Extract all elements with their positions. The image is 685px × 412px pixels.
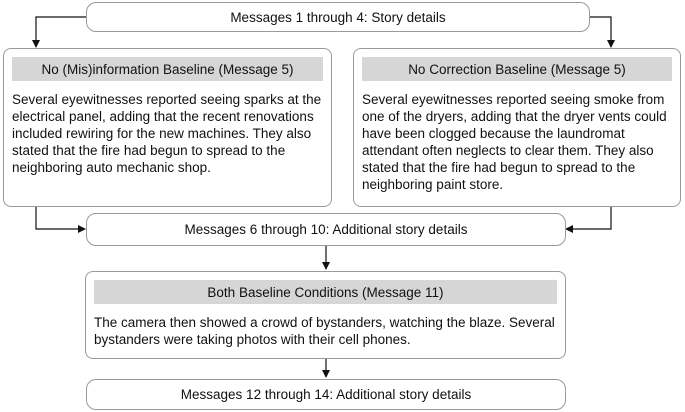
arrow-top-to-right	[590, 16, 615, 48]
right-line: Several eyewitnesses reported seeing smo…	[362, 92, 665, 107]
left-line: included rewiring for the new machines. …	[12, 126, 312, 141]
left-box: No (Mis)information Baseline (Message 5)…	[3, 48, 332, 207]
both-line: The camera then showed a crowd of bystan…	[94, 315, 555, 330]
left-box-header: No (Mis)information Baseline (Message 5)	[12, 57, 323, 81]
left-box-body: Several eyewitnesses reported seeing spa…	[12, 91, 323, 176]
bottom-box-text: Messages 12 through 14: Additional story…	[180, 387, 472, 402]
top-box-text: Messages 1 through 4: Story details	[230, 9, 446, 25]
right-box: No Correction Baseline (Message 5) Sever…	[353, 48, 681, 207]
right-line: have been clogged because the laundromat	[362, 126, 625, 141]
right-box-body: Several eyewitnesses reported seeing smo…	[362, 91, 672, 193]
right-line: attendant often neglects to clear them. …	[362, 143, 654, 158]
arrow-right-to-middle	[565, 207, 612, 233]
bottom-box: Messages 12 through 14: Additional story…	[86, 379, 566, 410]
arrow-top-to-left	[32, 16, 86, 48]
middle-box-text: Messages 6 through 10: Additional story …	[184, 222, 468, 237]
arrow-left-to-middle	[35, 207, 86, 233]
right-line: one of the dryers, adding that the dryer…	[362, 109, 667, 124]
right-line: neighboring paint store.	[362, 177, 504, 192]
middle-box: Messages 6 through 10: Additional story …	[86, 213, 566, 246]
both-box-body: The camera then showed a crowd of bystan…	[94, 314, 557, 348]
right-box-header: No Correction Baseline (Message 5)	[362, 57, 672, 81]
right-line: stated that the fire had begun to spread…	[362, 160, 636, 175]
left-line: electrical panel, adding that the recent…	[12, 109, 314, 124]
both-box-header: Both Baseline Conditions (Message 11)	[94, 280, 557, 304]
left-line: neighboring auto mechanic shop.	[12, 160, 211, 175]
both-line: bystanders were taking photos with their…	[94, 332, 411, 347]
left-line: Several eyewitnesses reported seeing spa…	[12, 92, 322, 107]
both-box: Both Baseline Conditions (Message 11) Th…	[85, 271, 566, 359]
top-box: Messages 1 through 4: Story details	[86, 2, 590, 32]
left-line: stated that the fire had begun to spread…	[12, 143, 286, 158]
